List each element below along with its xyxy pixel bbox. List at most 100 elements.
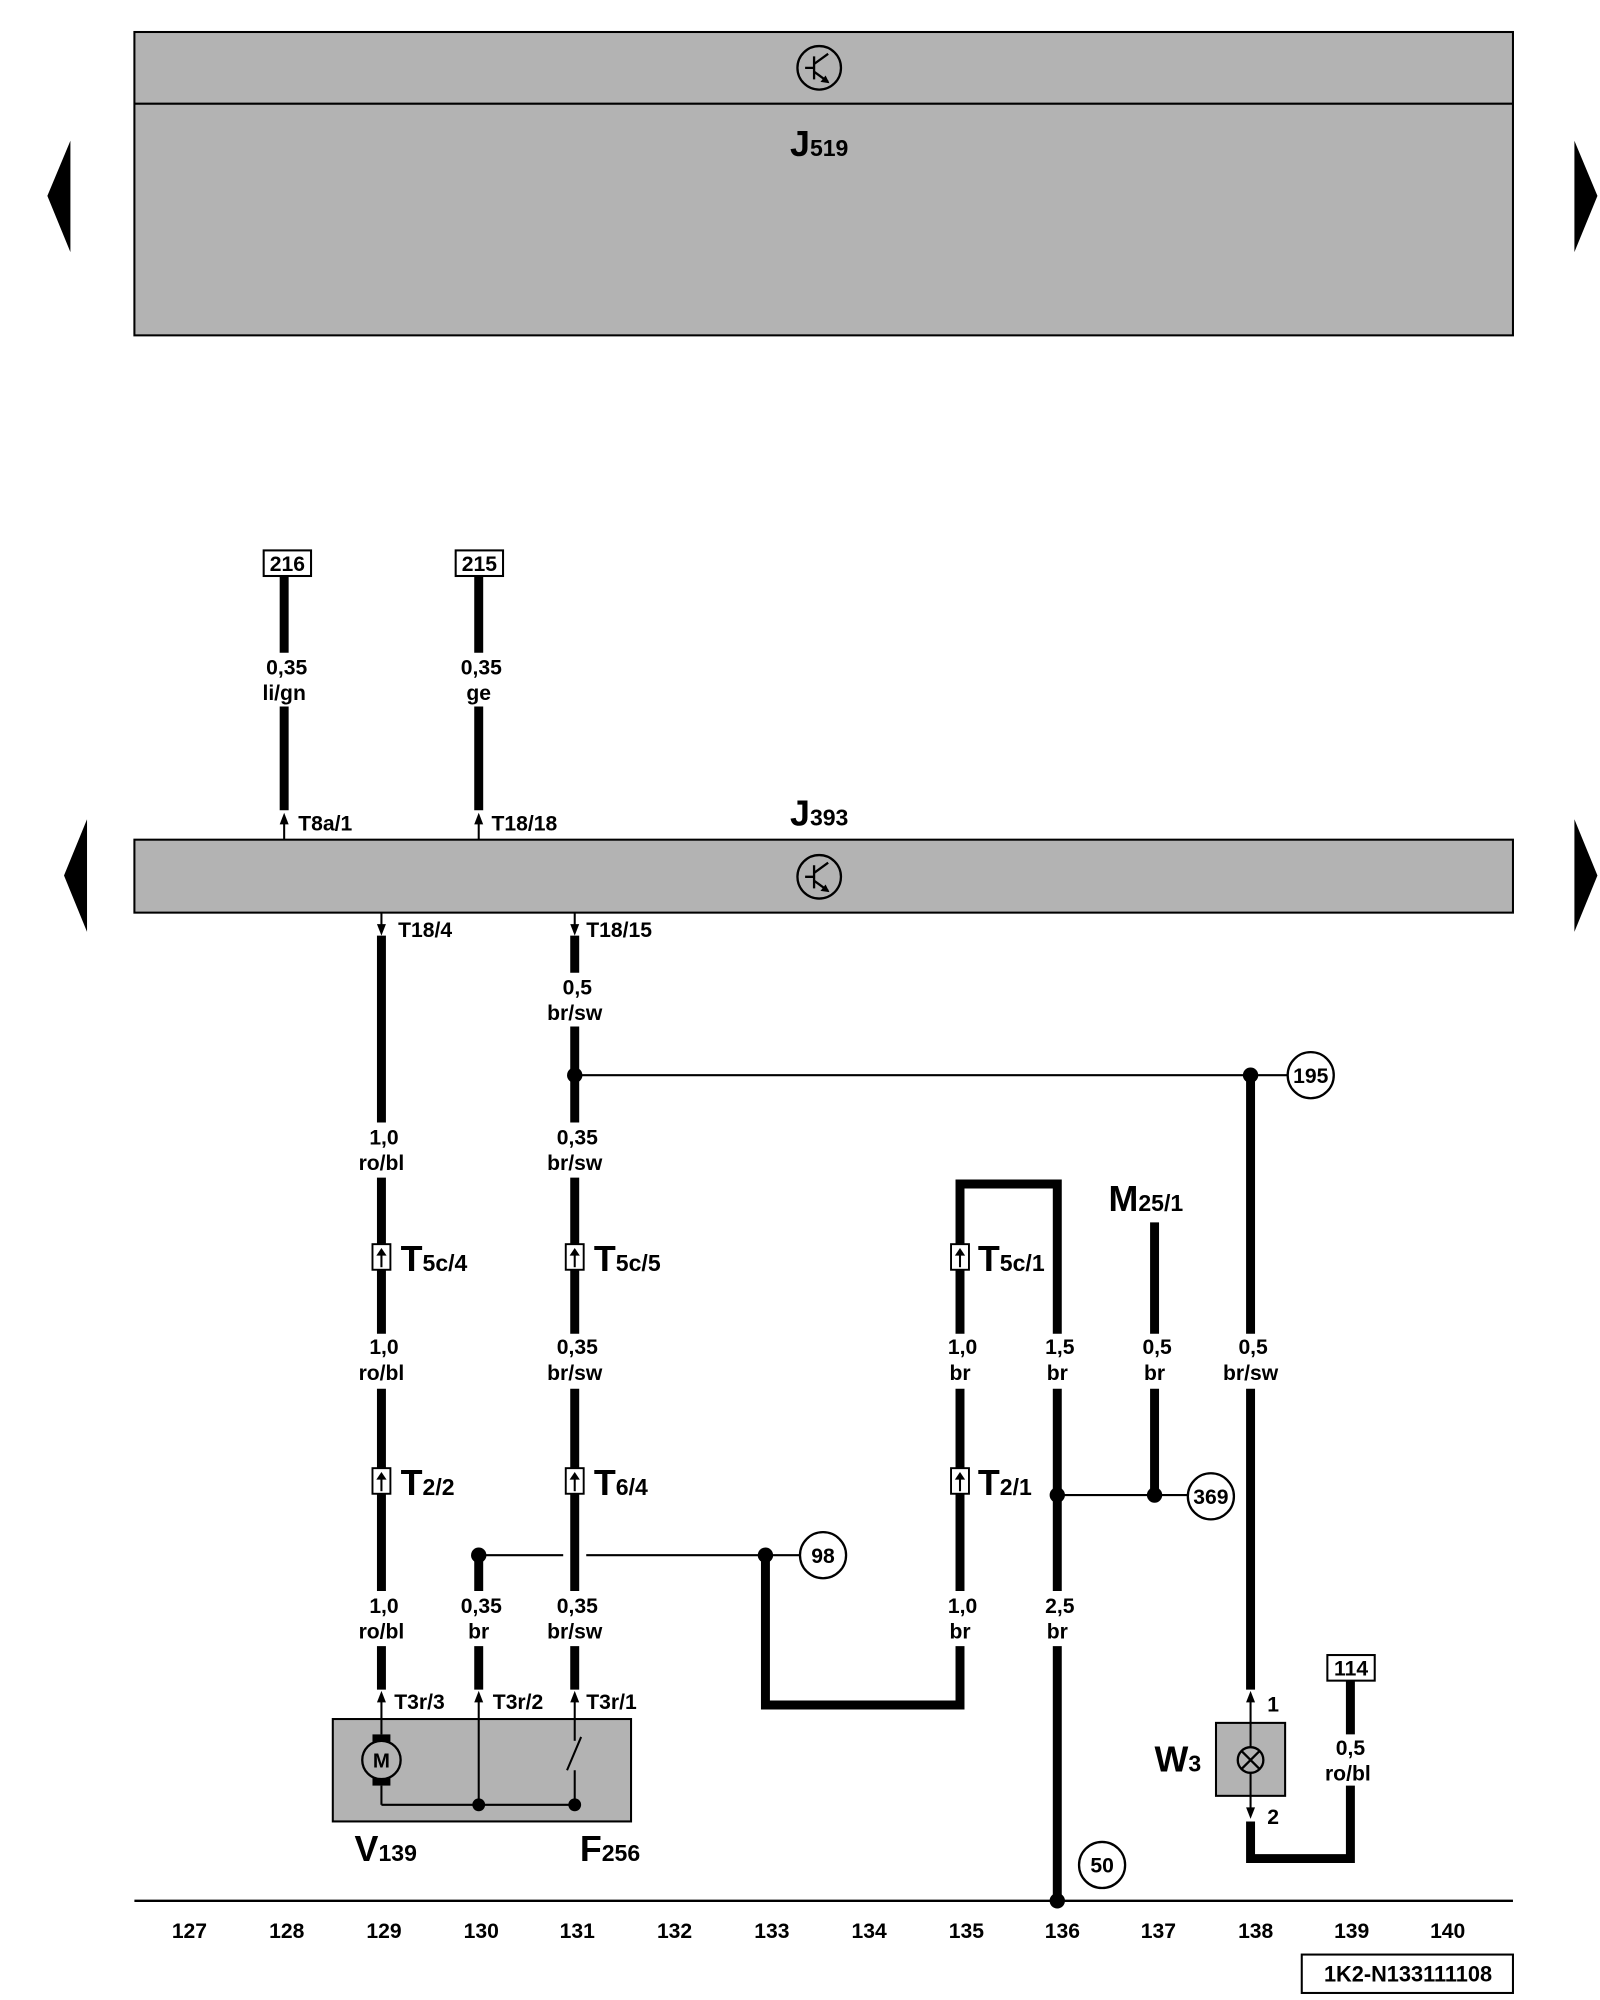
connector-icon	[371, 1243, 392, 1271]
track-number: 132	[657, 1920, 692, 1943]
connector-pin-arrow-icon	[474, 1690, 484, 1703]
module-j393: J393	[133, 794, 1514, 914]
wire-color-label: br/sw	[547, 1152, 603, 1175]
wire-color-label: br	[949, 1362, 970, 1385]
connector-label: T2/2	[401, 1463, 455, 1503]
document-id-box	[1300, 1953, 1514, 1994]
reference-number: 216	[270, 553, 305, 576]
link-195: 195	[567, 1051, 1335, 1100]
wire-215: 215 0,35 ge T18/18	[454, 549, 557, 840]
module-j519-body	[133, 30, 1514, 337]
connector-number: 6/4	[616, 1474, 648, 1500]
connector-pin-arrow-icon	[570, 924, 580, 936]
wire-color-label: br	[1047, 1362, 1068, 1385]
transistor-icon-arrow	[820, 884, 830, 893]
reference-box	[454, 549, 505, 578]
connector-letter: T	[401, 1239, 423, 1279]
next-page-arrow-icon[interactable]	[1574, 819, 1598, 932]
connector-icon	[371, 1467, 392, 1495]
wire-color-label: ro/bl	[1325, 1762, 1371, 1785]
module-number: 519	[810, 135, 848, 161]
connector-number: 5c/4	[423, 1250, 468, 1276]
component-letter: V	[355, 1829, 379, 1869]
component-number: 3	[1188, 1751, 1201, 1777]
connector-letter: T	[594, 1463, 616, 1503]
connector-letter: T	[978, 1463, 1000, 1503]
connector-arrow-head	[569, 1248, 580, 1256]
wire-size-label: 1,0	[948, 1336, 977, 1359]
wire-m25-1: M25/1 0,5 br 369	[1108, 1179, 1236, 1521]
switch-blade	[566, 1736, 583, 1771]
reference-circle	[1077, 1840, 1127, 1890]
wire-size-label: 2,5	[1045, 1595, 1075, 1618]
connector-number: 2/1	[1000, 1474, 1032, 1500]
wire-size-label: 0,35	[557, 1336, 598, 1359]
junction-dot	[568, 1798, 582, 1812]
wire-color-label: ro/bl	[359, 1152, 405, 1175]
track-number: 131	[560, 1920, 595, 1943]
component-number: 25/1	[1138, 1190, 1183, 1216]
module-j393-body	[133, 838, 1514, 914]
transistor-icon-arrow	[820, 75, 830, 84]
track-number: 127	[172, 1920, 207, 1943]
module-number: 393	[810, 805, 848, 831]
component-label-v139: V139	[355, 1829, 417, 1869]
wire-size-label: 1,0	[948, 1595, 977, 1618]
wire-size-label: 0,35	[557, 1595, 598, 1618]
connector-icon	[564, 1467, 585, 1495]
connector-number: 5c/5	[616, 1250, 661, 1276]
component-letter: M	[1108, 1179, 1138, 1219]
connector-label: T6/4	[594, 1463, 648, 1503]
module-j519-label: J519	[790, 124, 848, 164]
reference-number: 114	[1334, 1658, 1368, 1681]
track-number: 128	[269, 1920, 304, 1943]
reference-circle-number: 98	[811, 1545, 835, 1568]
prev-page-arrow-icon[interactable]	[47, 140, 71, 253]
wire-size-label: 1,0	[369, 1126, 398, 1149]
wire-color-label: li/gn	[262, 682, 305, 705]
track-number: 134	[852, 1920, 887, 1943]
wire-216: 216 0,35 li/gn T8a/1	[262, 549, 352, 840]
wire-color-label: ge	[466, 682, 491, 705]
component-number: 139	[378, 1840, 416, 1866]
wire-size-label: 0,35	[461, 657, 502, 680]
prev-page-arrow-icon[interactable]	[64, 819, 88, 932]
wire-size-label: 0,5	[563, 977, 593, 1000]
transistor-icon-lines	[805, 861, 829, 892]
pin-label: 2	[1267, 1806, 1279, 1829]
connector-arrow-head	[376, 1472, 387, 1480]
connector-label: T5c/5	[594, 1239, 661, 1279]
connector-arrow-head	[569, 1472, 580, 1480]
junction-dot	[472, 1798, 486, 1812]
wire-color-label: br	[949, 1620, 970, 1643]
component-number: 256	[602, 1840, 640, 1866]
transistor-icon	[796, 44, 843, 91]
motor-brush	[372, 1734, 391, 1743]
wire-w3: 0,5 br/sw 1 W3 2 0,5 ro/bl 114	[1155, 1075, 1376, 1864]
lamp-icon-cross	[1240, 1750, 1261, 1770]
wire-color-label: br/sw	[547, 1620, 603, 1643]
next-page-arrow-icon[interactable]	[1574, 140, 1598, 253]
wire-size-label: 1,0	[369, 1336, 398, 1359]
module-letter: J	[790, 124, 810, 164]
connector-label: T3r/2	[493, 1691, 543, 1714]
reference-circle-number: 369	[1193, 1486, 1228, 1509]
connector-pin-arrow-icon	[1246, 1807, 1256, 1819]
wire-color-label: br/sw	[547, 1362, 603, 1385]
wire-size-label: 0,35	[266, 657, 307, 680]
connector-pin-arrow-icon	[474, 812, 484, 825]
reference-number: 215	[462, 553, 497, 576]
wire-segment	[760, 1555, 965, 1710]
module-letter: J	[790, 794, 810, 834]
wire-size-label: 0,5	[1238, 1336, 1268, 1359]
track-number: 140	[1430, 1920, 1465, 1943]
track-number-row: 127 128 129 130 131 132 133 134 135 136 …	[172, 1920, 1465, 1943]
connector-label: T2/1	[978, 1463, 1032, 1503]
pin-label: 1	[1267, 1693, 1279, 1716]
connector-label: T5c/1	[978, 1239, 1045, 1279]
track-number: 133	[754, 1920, 789, 1943]
connector-arrow-head	[954, 1248, 966, 1256]
reference-box	[262, 549, 313, 578]
transistor-icon-ring	[796, 853, 843, 900]
